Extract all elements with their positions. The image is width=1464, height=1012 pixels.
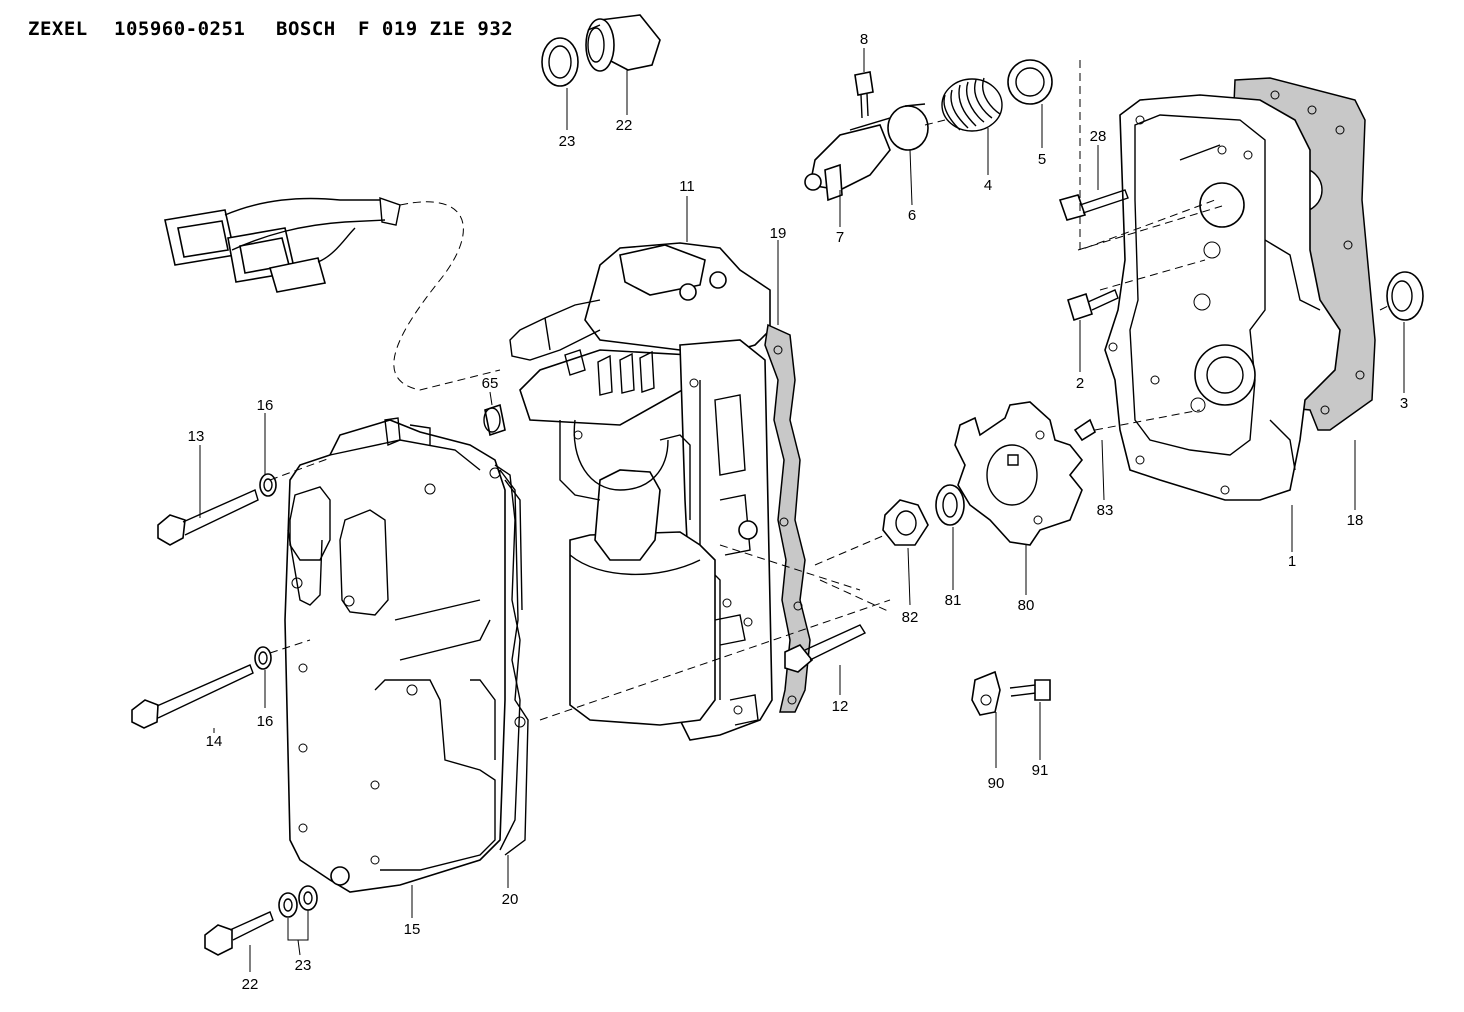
bolt-14 xyxy=(157,489,259,546)
bolt-28 xyxy=(1058,189,1129,221)
plate-6 xyxy=(887,103,929,151)
seal-3 xyxy=(1386,271,1424,321)
callout-14: 13 xyxy=(188,428,205,445)
sleeve-20 xyxy=(585,14,661,72)
key-83 xyxy=(1073,418,1097,442)
washers-23 xyxy=(278,885,318,918)
gasket-19 xyxy=(764,323,811,713)
seal-5 xyxy=(1007,59,1053,105)
callout-19: 19 xyxy=(770,225,787,242)
plug-65 xyxy=(483,403,506,437)
callout-labels: 23 22 8 7 6 4 5 28 2 3 18 1 83 80 81 82 … xyxy=(188,31,1409,993)
bolt-12 xyxy=(784,624,867,673)
callout-11: 11 xyxy=(679,178,695,195)
spring-4 xyxy=(941,77,1003,132)
bolt-8 xyxy=(854,71,874,119)
callout-28: 28 xyxy=(1090,128,1107,145)
callout-22: 22 xyxy=(242,976,259,993)
callout-7: 7 xyxy=(836,229,844,246)
bracket-90 xyxy=(971,670,1001,716)
callout-17: 18 xyxy=(1347,512,1364,529)
callout-12: 12 xyxy=(832,698,849,715)
header-part-number-1: 105960-0251 xyxy=(114,18,246,40)
wiring-connector-harness xyxy=(164,196,501,391)
header-brand-2: BOSCH xyxy=(276,18,336,40)
callout-81: 81 xyxy=(945,592,962,609)
bolt-2 xyxy=(1067,289,1119,322)
washer-21 xyxy=(541,37,579,87)
callout-83: 83 xyxy=(1097,502,1114,519)
alignment-lines xyxy=(269,60,1389,721)
screw-91 xyxy=(1009,679,1051,701)
washer-81 xyxy=(935,484,965,526)
callout-90: 90 xyxy=(988,775,1005,792)
header-part-number-2: F 019 Z1E 932 xyxy=(358,18,514,40)
callout-15: 14 xyxy=(206,733,223,750)
housing-1 xyxy=(1104,94,1341,501)
callout-21: 23 xyxy=(559,133,576,150)
callout-5: 5 xyxy=(1038,151,1046,168)
callout-2: 2 xyxy=(1076,375,1084,392)
callout-65: 65 xyxy=(482,375,499,392)
bolt-22 xyxy=(204,911,274,956)
callout-16-upper: 16 xyxy=(257,397,274,414)
leader-lines xyxy=(199,48,1405,972)
gear-80 xyxy=(954,401,1084,546)
callout-20: 22 xyxy=(616,117,633,134)
washer-16-upper xyxy=(259,473,277,497)
bolt-15 xyxy=(131,664,254,729)
callout-91: 91 xyxy=(1032,762,1049,779)
callout-6: 6 xyxy=(908,207,916,224)
header-brand-1: ZEXEL xyxy=(28,18,88,40)
callout-18: 20 xyxy=(502,891,519,908)
callout-1: 1 xyxy=(1288,553,1296,570)
washer-16-lower xyxy=(254,646,272,670)
callout-13: 15 xyxy=(404,921,421,938)
nut-82 xyxy=(882,499,929,546)
callout-16-lower: 16 xyxy=(257,713,274,730)
callout-23: 23 xyxy=(295,957,312,974)
callout-80: 80 xyxy=(1018,597,1035,614)
cover-13 xyxy=(284,417,523,893)
callout-3: 3 xyxy=(1400,395,1408,412)
callout-82: 82 xyxy=(902,609,919,626)
actuator-assembly-11 xyxy=(509,242,773,741)
bracket-7 xyxy=(804,114,901,202)
gasket-18 xyxy=(494,464,529,856)
callout-8: 8 xyxy=(860,31,868,48)
callout-4: 4 xyxy=(984,177,992,194)
